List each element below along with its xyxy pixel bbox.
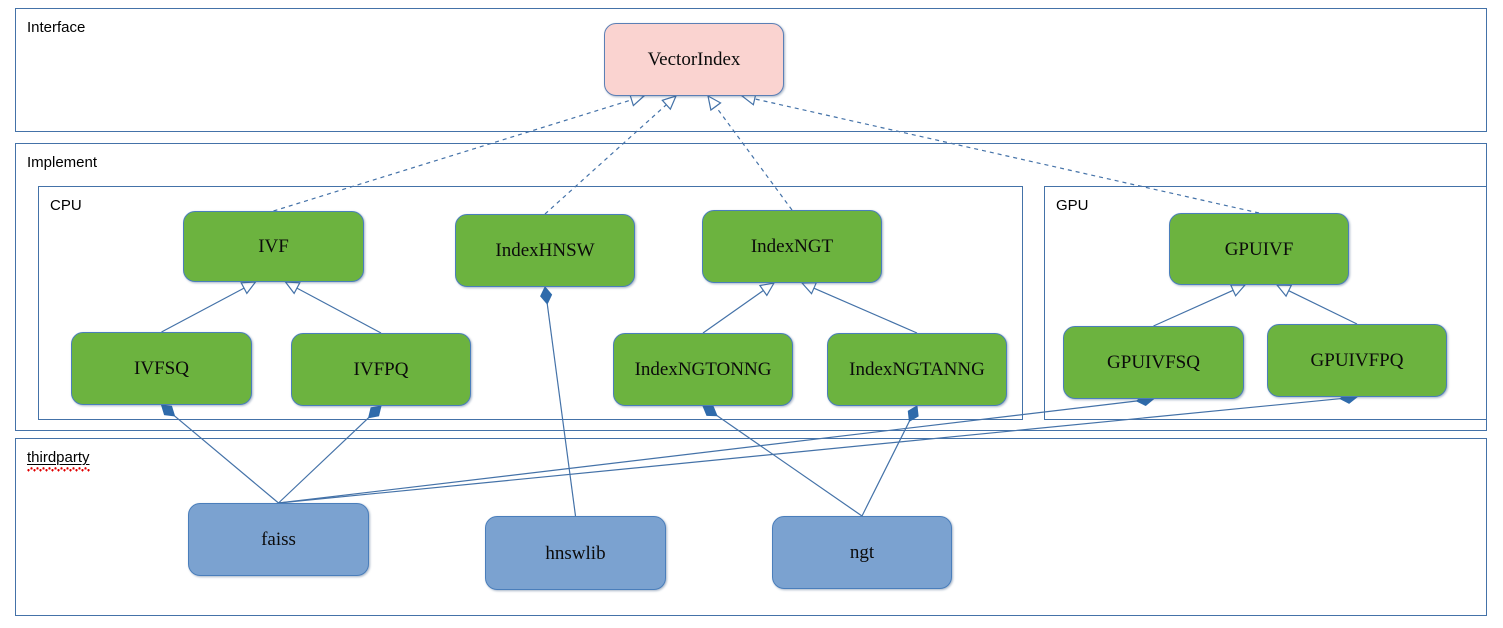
edge-indexngt-to-vectorindex (715, 106, 793, 211)
edge-gpuivf-to-vectorindex (754, 98, 1260, 214)
group-label-gpu: GPU (1056, 197, 1089, 214)
class-node-gpuivfpq[interactable]: GPUIVFPQ (1267, 324, 1447, 397)
edge-indexngtanng-to-indexngt (813, 287, 918, 334)
edge-faiss-to-ivfsq (174, 415, 279, 504)
edge-gpuivfsq-to-gpuivf (1153, 289, 1234, 327)
edge-ngt-to-indexngtanng (861, 420, 910, 517)
class-node-label: IndexNGTANNG (849, 359, 985, 380)
class-node-label: faiss (261, 529, 296, 550)
class-node-indexngt[interactable]: IndexNGT (702, 210, 882, 283)
class-node-hnswlib[interactable]: hnswlib (485, 516, 666, 590)
arrowhead-solid-diamond-icon (540, 286, 553, 305)
edge-faiss-to-gpuivfpq (278, 398, 1341, 504)
class-node-ngt[interactable]: ngt (772, 516, 952, 589)
edge-faiss-to-ivfpq (278, 417, 370, 504)
class-node-label: GPUIVF (1224, 238, 1294, 260)
class-node-label: IndexNGT (750, 236, 834, 257)
edge-indexhnsw-to-vectorindex (544, 104, 667, 215)
edge-ivfsq-to-ivf (161, 287, 245, 333)
arrowhead-solid-diamond-icon (907, 405, 919, 423)
edge-ngt-to-indexngtonng (716, 415, 863, 517)
class-node-ivf[interactable]: IVF (183, 211, 364, 282)
arrowhead-hollow-triangle-icon (1275, 284, 1293, 298)
group-container-gpu (1044, 186, 1487, 420)
arrowhead-hollow-triangle-icon (707, 94, 722, 112)
edge-ivf-to-vectorindex (273, 99, 632, 212)
edge-gpuivfpq-to-gpuivf (1288, 290, 1358, 325)
class-node-label: IVFSQ (134, 358, 189, 379)
arrowhead-hollow-triangle-icon (661, 95, 678, 111)
class-node-label: IVF (258, 236, 289, 257)
class-node-ivfpq[interactable]: IVFPQ (291, 333, 471, 406)
group-label-interface: Interface (27, 19, 86, 36)
class-node-label: IndexNGTONNG (634, 359, 772, 380)
class-node-label: IndexHNSW (495, 240, 595, 261)
class-node-ivfsq[interactable]: IVFSQ (71, 332, 252, 405)
edge-indexngtonng-to-indexngt (702, 289, 764, 334)
class-node-indexngtonng[interactable]: IndexNGTONNG (613, 333, 793, 406)
arrowhead-hollow-triangle-icon (240, 281, 257, 295)
class-node-label: hnswlib (545, 542, 606, 564)
class-node-vectorindex[interactable]: VectorIndex (604, 23, 784, 96)
edge-hnswlib-to-indexhnsw (546, 303, 577, 517)
group-label-cpu: CPU (50, 197, 82, 214)
arrowhead-hollow-triangle-icon (758, 282, 776, 297)
edge-faiss-to-gpuivfsq (278, 400, 1137, 504)
group-label-implement: Implement (27, 154, 98, 171)
edge-ivfpq-to-ivf (296, 287, 382, 334)
group-container-cpu (38, 186, 1023, 420)
arrowhead-hollow-triangle-icon (284, 281, 301, 295)
class-node-gpuivfsq[interactable]: GPUIVFSQ (1063, 326, 1244, 399)
class-node-label: VectorIndex (647, 49, 741, 70)
class-node-gpuivf[interactable]: GPUIVF (1169, 213, 1349, 285)
class-node-indexngtanng[interactable]: IndexNGTANNG (827, 333, 1007, 406)
class-node-faiss[interactable]: faiss (188, 503, 369, 576)
arrowhead-solid-diamond-icon (367, 405, 382, 419)
group-container-interface (15, 8, 1487, 132)
arrowhead-solid-diamond-icon (160, 404, 176, 417)
class-node-label: GPUIVFSQ (1107, 352, 1200, 373)
class-node-indexhnsw[interactable]: IndexHNSW (455, 214, 635, 287)
class-node-label: GPUIVFPQ (1310, 350, 1404, 371)
class-node-label: ngt (849, 542, 875, 563)
arrowhead-hollow-triangle-icon (800, 282, 818, 295)
spellcheck-squiggle-icon (27, 467, 90, 472)
arrowhead-solid-diamond-icon (702, 405, 718, 417)
arrowhead-hollow-triangle-icon (1229, 284, 1247, 297)
group-label-thirdparty: thirdparty (27, 449, 90, 472)
class-node-label: IVFPQ (353, 359, 409, 380)
